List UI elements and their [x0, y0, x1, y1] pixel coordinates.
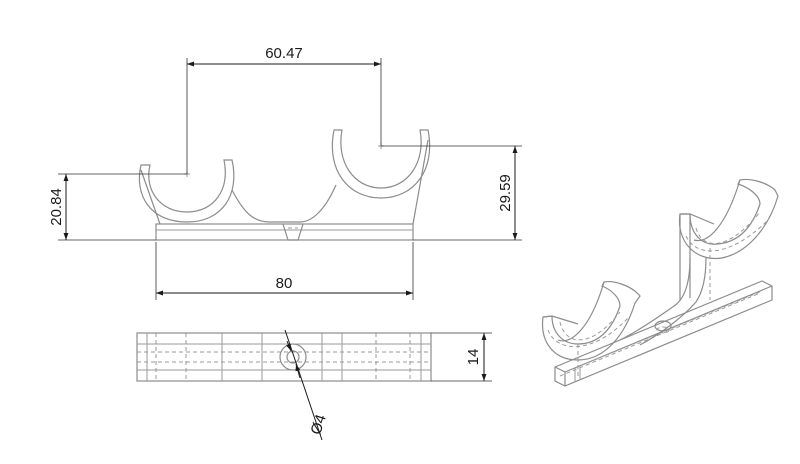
dim-overall-length-label: 80 [276, 275, 293, 292]
dim-left-height: 20.84 [48, 173, 187, 241]
dim-right-height: 29.59 [381, 145, 522, 241]
isometric-view [541, 178, 779, 387]
dim-width: 14 [431, 332, 492, 382]
mount-hole-outer [279, 343, 307, 371]
dim-left-height-label: 20.84 [48, 188, 65, 226]
iso-right-clip [678, 178, 779, 260]
dim-hole-diameter-label: Ø4 [308, 412, 330, 436]
top-view-outline [136, 332, 432, 382]
front-view [138, 129, 431, 241]
dim-center-spacing: 60.47 [186, 45, 382, 174]
iso-base [554, 280, 773, 387]
dim-width-label: 14 [465, 349, 482, 366]
left-clip [138, 159, 235, 223]
base-plate [155, 223, 414, 241]
right-clip [331, 129, 431, 199]
dim-hole-diameter: Ø4 [284, 329, 330, 441]
top-view [136, 332, 432, 382]
dim-right-height-label: 29.59 [497, 174, 514, 212]
dim-center-spacing-label: 60.47 [265, 45, 303, 62]
dim-overall-length: 80 [155, 242, 414, 300]
mount-hole-inner [286, 350, 300, 364]
